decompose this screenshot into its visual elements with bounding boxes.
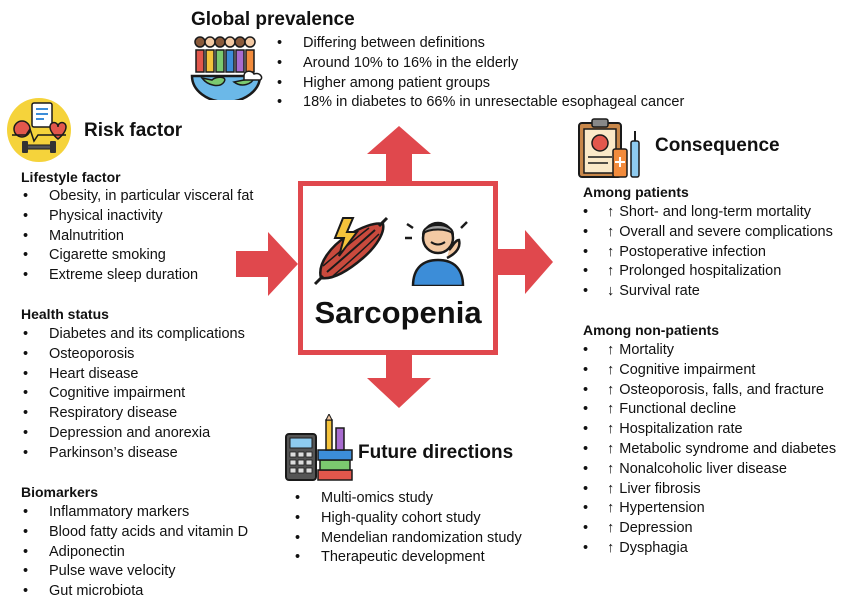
trend-arrow: ↑ — [607, 263, 615, 280]
among-non-patients-list: ↑Mortality ↑Cognitive impairment ↑Osteop… — [583, 341, 836, 559]
list-item: ↑Metabolic syndrome and diabetes — [583, 440, 836, 460]
trend-arrow: ↑ — [607, 500, 615, 517]
trend-arrow: ↑ — [607, 342, 615, 358]
list-item: ↑Liver fibrosis — [583, 480, 836, 500]
list-item: Multi-omics study — [293, 489, 522, 509]
list-item: Respiratory disease — [21, 404, 245, 424]
list-item: Differing between definitions — [275, 34, 684, 54]
list-item: ↑Short- and long-term mortality — [583, 203, 833, 223]
health-status-subtitle: Health status — [21, 306, 109, 322]
globe-people-icon — [190, 36, 263, 100]
list-item: ↑Functional decline — [583, 400, 836, 420]
list-item: ↑Prolonged hospitalization — [583, 262, 833, 282]
list-item: Diabetes and its complications — [21, 325, 245, 345]
list-item: Pulse wave velocity — [21, 562, 248, 582]
list-item: ↓Survival rate — [583, 282, 833, 302]
list-item: Gut microbiota — [21, 582, 248, 602]
list-item: Extreme sleep duration — [21, 266, 253, 286]
trend-arrow: ↑ — [607, 361, 615, 378]
trend-arrow: ↑ — [607, 460, 615, 477]
risk-factor-title: Risk factor — [84, 120, 183, 141]
among-patients-list: ↑Short- and long-term mortality ↑Overall… — [583, 203, 833, 302]
list-item: Therapeutic development — [293, 548, 522, 568]
list-item: High-quality cohort study — [293, 509, 522, 529]
lifestyle-factor-list: Obesity, in particular visceral fat Phys… — [21, 187, 253, 286]
health-risk-icon — [7, 98, 71, 162]
list-item: Higher among patient groups — [275, 74, 684, 94]
global-prevalence-list: Differing between definitions Around 10%… — [275, 34, 684, 113]
health-status-list: Diabetes and its complications Osteoporo… — [21, 325, 245, 464]
consequence-title: Consequence — [655, 135, 780, 156]
trend-arrow: ↑ — [607, 520, 615, 537]
list-item: Around 10% to 16% in the elderly — [275, 54, 684, 74]
arrow-left-in — [236, 232, 298, 296]
lifestyle-factor-subtitle: Lifestyle factor — [21, 169, 121, 185]
trend-arrow: ↑ — [607, 421, 615, 438]
list-item: Adiponectin — [21, 543, 248, 563]
future-directions-title: Future directions — [358, 442, 514, 463]
trend-arrow: ↑ — [607, 480, 615, 497]
biomarkers-list: Inflammatory markers Blood fatty acids a… — [21, 503, 248, 602]
list-item: ↑Overall and severe complications — [583, 223, 833, 243]
calculator-books-icon — [285, 414, 353, 481]
trend-arrow: ↑ — [607, 243, 615, 260]
list-item: Parkinson’s disease — [21, 444, 245, 464]
list-item: ↑Hospitalization rate — [583, 420, 836, 440]
list-item: ↑Osteoporosis, falls, and fracture — [583, 381, 836, 401]
list-item: ↑Cognitive impairment — [583, 361, 836, 381]
trend-arrow: ↑ — [607, 223, 615, 240]
global-prevalence-title: Global prevalence — [191, 9, 355, 30]
among-non-patients-subtitle: Among non-patients — [583, 322, 720, 338]
center-title: Sarcopenia — [314, 295, 482, 330]
list-item: Depression and anorexia — [21, 424, 245, 444]
trend-arrow: ↑ — [607, 204, 615, 220]
list-item: ↑Mortality — [583, 341, 836, 361]
future-directions-list: Multi-omics study High-quality cohort st… — [293, 489, 522, 568]
trend-arrow: ↑ — [607, 381, 615, 398]
list-item: Blood fatty acids and vitamin D — [21, 523, 248, 543]
elderly-person-pain-icon — [405, 221, 468, 286]
muscle-icon — [313, 216, 389, 286]
list-item: ↑Depression — [583, 519, 836, 539]
arrow-up — [367, 126, 431, 186]
arrow-right-out — [497, 230, 553, 294]
trend-arrow: ↑ — [607, 539, 615, 556]
list-item: Inflammatory markers — [21, 503, 248, 523]
trend-arrow: ↓ — [607, 283, 615, 300]
list-item: Mendelian randomization study — [293, 529, 522, 549]
trend-arrow: ↑ — [607, 401, 615, 418]
list-item: Physical inactivity — [21, 207, 253, 227]
list-item: Cigarette smoking — [21, 246, 253, 266]
list-item: 18% in diabetes to 66% in unresectable e… — [275, 93, 684, 113]
medical-report-icon — [578, 118, 640, 178]
list-item: ↑Postoperative infection — [583, 243, 833, 263]
among-patients-subtitle: Among patients — [583, 184, 689, 200]
list-item: Obesity, in particular visceral fat — [21, 187, 253, 207]
list-item: ↑Nonalcoholic liver disease — [583, 460, 836, 480]
list-item: Malnutrition — [21, 227, 253, 247]
list-item: Osteoporosis — [21, 345, 245, 365]
list-item: Heart disease — [21, 365, 245, 385]
sarcopenia-box: Sarcopenia — [298, 181, 498, 355]
biomarkers-subtitle: Biomarkers — [21, 484, 99, 500]
trend-arrow: ↑ — [607, 440, 615, 457]
list-item: ↑Hypertension — [583, 499, 836, 519]
list-item: ↑Dysphagia — [583, 539, 836, 559]
arrow-down — [367, 352, 431, 408]
list-item: Cognitive impairment — [21, 384, 245, 404]
